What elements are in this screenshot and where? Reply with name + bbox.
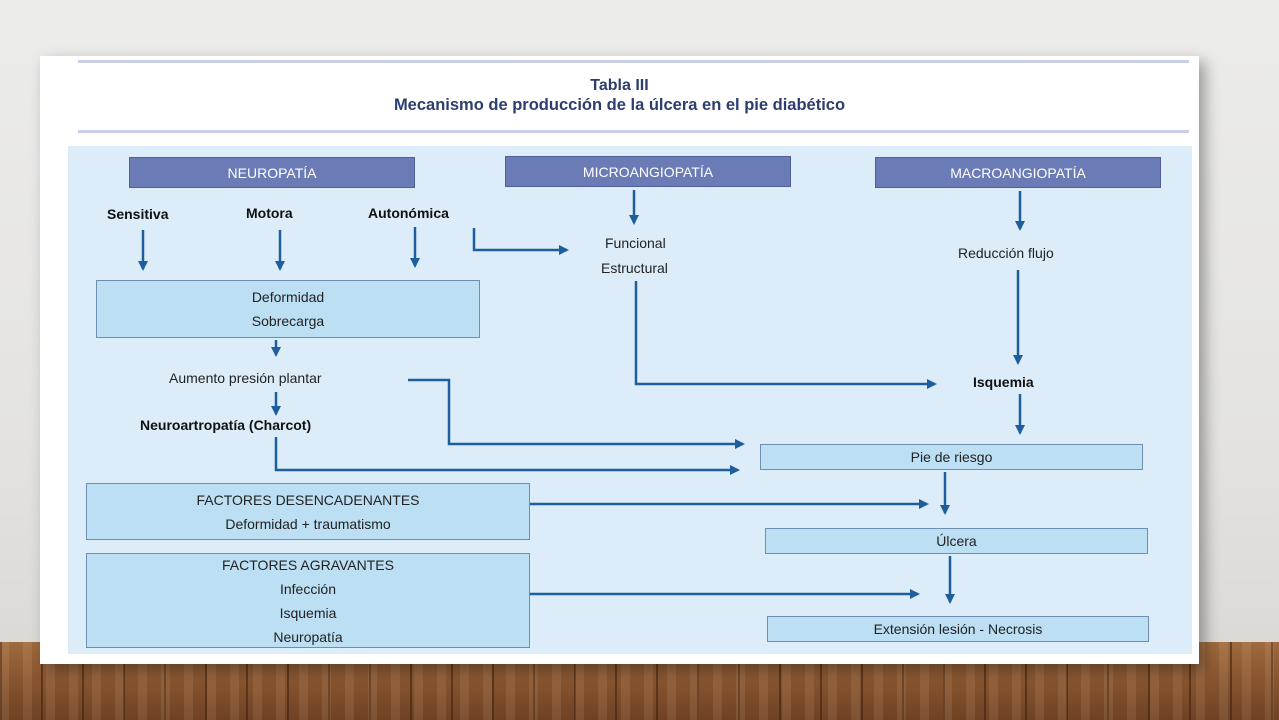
label-autonomica: Autonómica xyxy=(368,205,449,221)
header-microangiopatia: MICROANGIOPATÍA xyxy=(505,156,791,187)
factores-agravantes-title: FACTORES AGRAVANTES xyxy=(222,556,394,573)
label-motora: Motora xyxy=(246,205,293,221)
arrow-estructural-to-isquemia xyxy=(634,281,937,389)
box-extension-necrosis: Extensión lesión - Necrosis xyxy=(767,616,1149,642)
label-isquemia: Isquemia xyxy=(973,374,1034,390)
factores-desencadenantes-title: FACTORES DESENCADENANTES xyxy=(196,491,420,508)
table-title-block: Tabla III Mecanismo de producción de la … xyxy=(40,76,1199,115)
arrow-neuroartropatia-to-pie-riesgo xyxy=(274,437,740,475)
label-estructural: Estructural xyxy=(601,260,668,276)
factores-desencadenantes-item: Deformidad + traumatismo xyxy=(225,515,391,532)
arrow-aumento-to-pie-riesgo xyxy=(408,378,745,449)
label-aumento-presion: Aumento presión plantar xyxy=(169,370,322,386)
text-sobrecarga: Sobrecarga xyxy=(251,313,325,329)
factores-agravantes-item-infeccion: Infección xyxy=(279,580,337,597)
header-macroangiopatia: MACROANGIOPATÍA xyxy=(875,157,1161,188)
box-pie-de-riesgo: Pie de riesgo xyxy=(760,444,1143,470)
label-funcional: Funcional xyxy=(605,235,666,251)
label-sensitiva: Sensitiva xyxy=(107,206,169,222)
header-neuropatia: NEUROPATÍA xyxy=(129,157,415,188)
table-number: Tabla III xyxy=(590,77,649,94)
table-heading: Mecanismo de producción de la úlcera en … xyxy=(393,96,846,114)
box-deformidad-sobrecarga: Deformidad Sobrecarga xyxy=(96,280,480,338)
label-neuroartropatia: Neuroartropatía (Charcot) xyxy=(140,417,312,433)
factores-agravantes-item-isquemia: Isquemia xyxy=(279,604,337,621)
factores-agravantes-item-neuropatia: Neuropatía xyxy=(273,628,343,645)
box-factores-desencadenantes: FACTORES DESENCADENANTES Deformidad + tr… xyxy=(86,483,530,540)
label-reduccion-flujo: Reducción flujo xyxy=(958,245,1054,261)
box-factores-agravantes: FACTORES AGRAVANTES Infección Isquemia N… xyxy=(86,553,530,648)
arrow-autonomica-to-funcional xyxy=(472,228,569,255)
top-rule xyxy=(78,60,1189,63)
box-ulcera: Úlcera xyxy=(765,528,1148,554)
bottom-rule xyxy=(78,130,1189,133)
text-deformidad: Deformidad xyxy=(251,289,325,305)
